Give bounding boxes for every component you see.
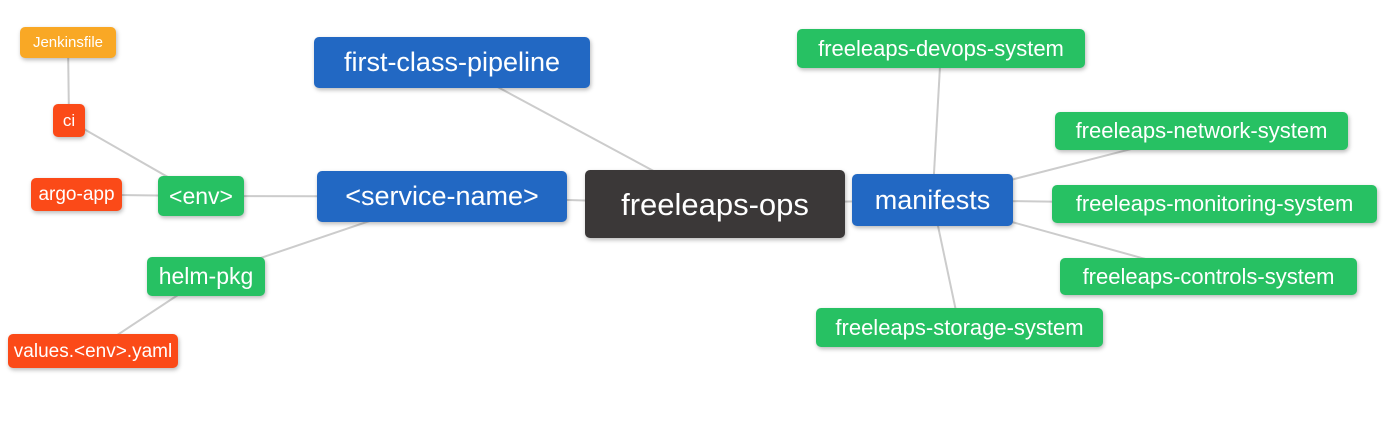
node-jenkinsfile[interactable]: Jenkinsfile	[20, 27, 116, 58]
node-first-class-pipeline[interactable]: first-class-pipeline	[314, 37, 590, 88]
node-freeleaps-ops[interactable]: freeleaps-ops	[585, 170, 845, 238]
node-ci[interactable]: ci	[53, 104, 85, 137]
node-freeleaps-network-system[interactable]: freeleaps-network-system	[1055, 112, 1348, 150]
node-freeleaps-storage-system[interactable]: freeleaps-storage-system	[816, 308, 1103, 347]
node-freeleaps-monitoring-system[interactable]: freeleaps-monitoring-system	[1052, 185, 1377, 223]
node-env[interactable]: <env>	[158, 176, 244, 216]
node-helm-pkg[interactable]: helm-pkg	[147, 257, 265, 296]
node-values-env-yaml[interactable]: values.<env>.yaml	[8, 334, 178, 368]
node-argo-app[interactable]: argo-app	[31, 178, 122, 211]
node-freeleaps-devops-system[interactable]: freeleaps-devops-system	[797, 29, 1085, 68]
node-manifests[interactable]: manifests	[852, 174, 1013, 226]
node-freeleaps-controls-system[interactable]: freeleaps-controls-system	[1060, 258, 1357, 295]
node-service-name[interactable]: <service-name>	[317, 171, 567, 222]
